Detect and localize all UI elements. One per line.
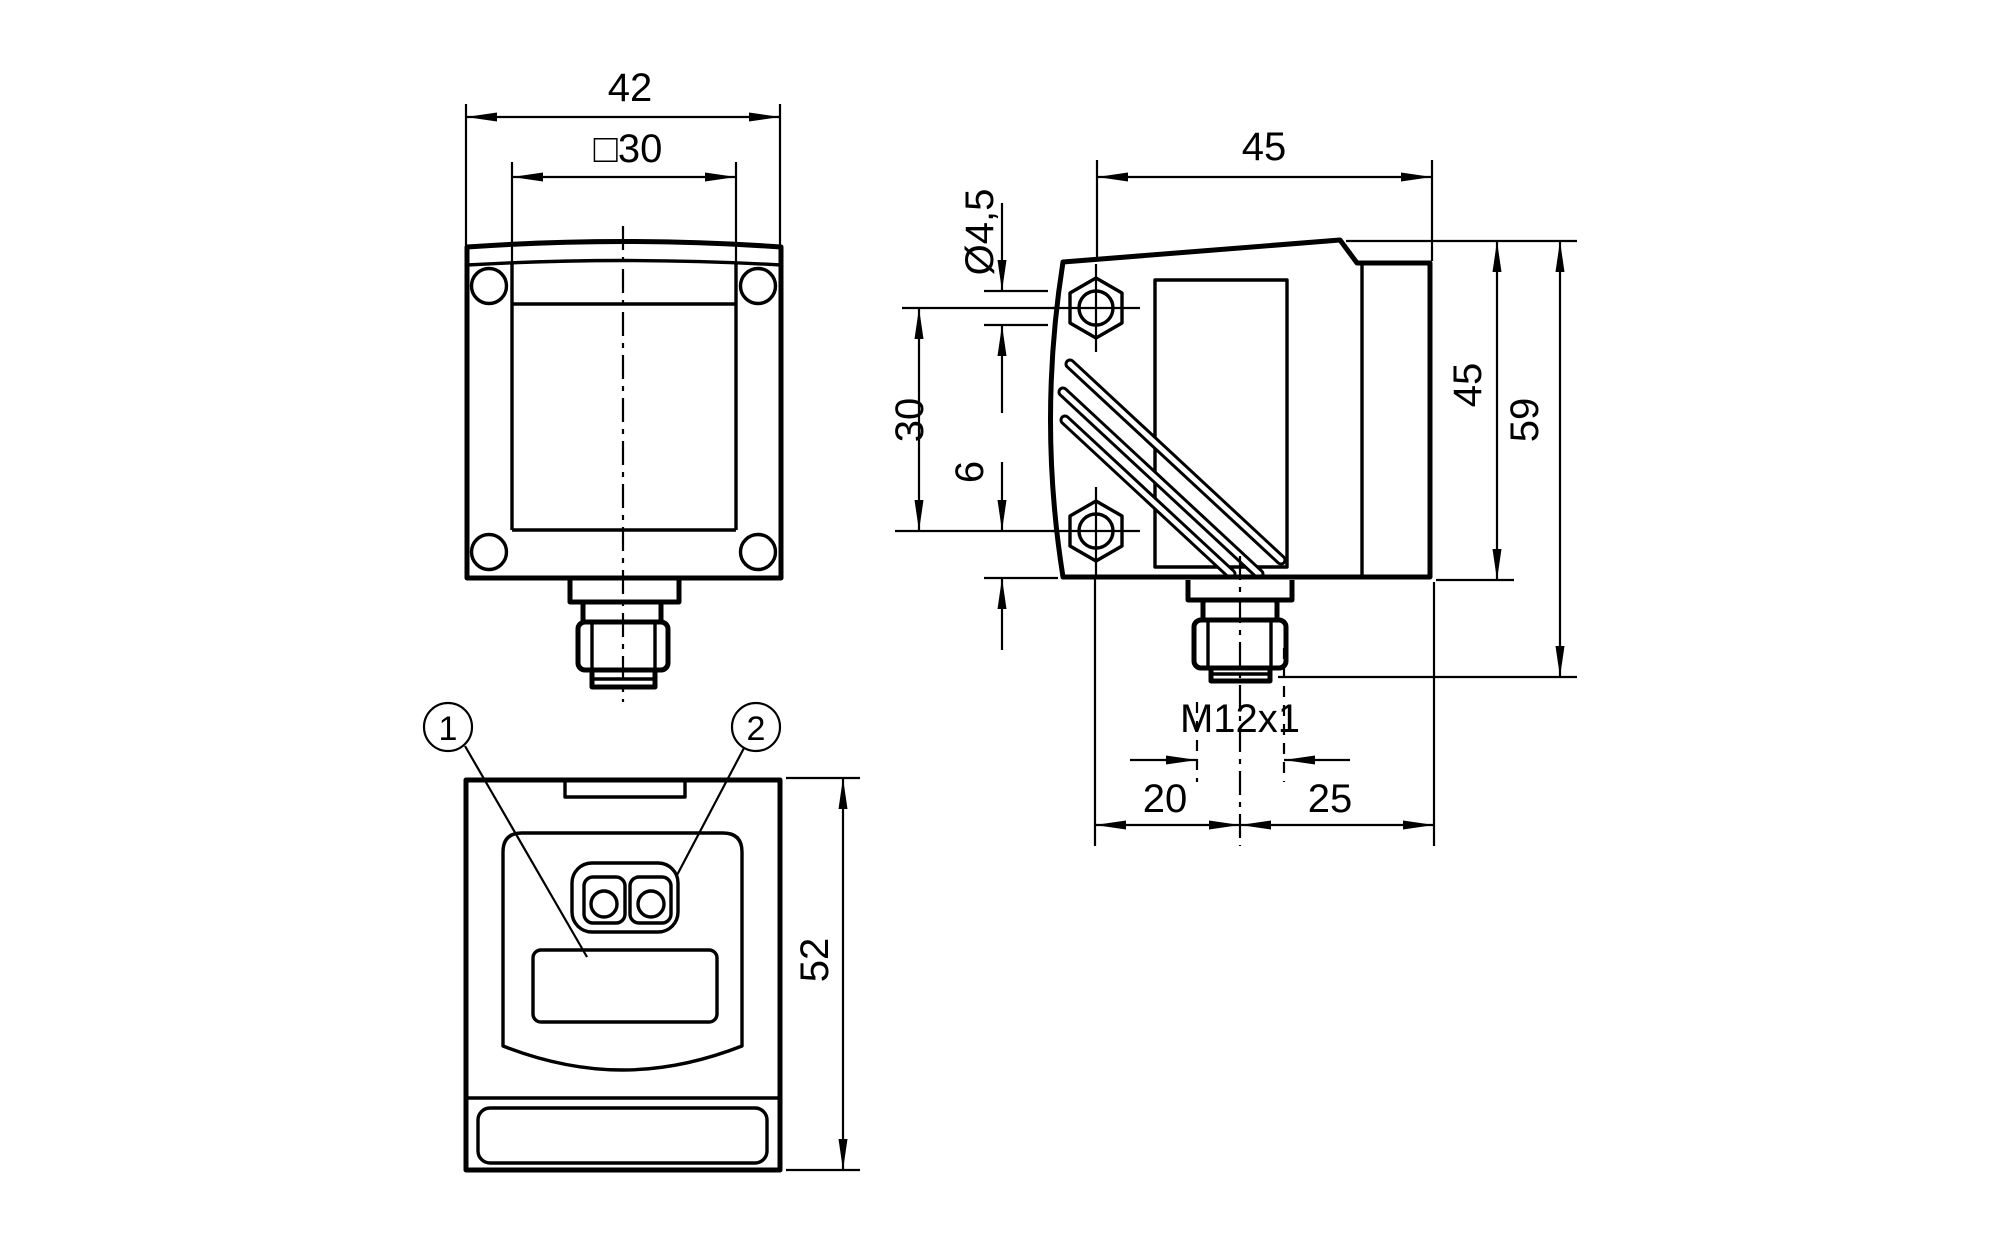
dim-45-right-label: 45 <box>1446 363 1490 408</box>
lens-left <box>582 875 627 925</box>
dim-hole-dia: Ø4,5 <box>958 189 1048 413</box>
dim-hole-spacing-30: 30 <box>888 306 1056 533</box>
face-top-notch <box>563 781 687 799</box>
side-outline <box>1048 237 1433 580</box>
dim-depth-45: 45 <box>1095 125 1434 261</box>
side-view: 45 Ø4,5 30 6 45 <box>888 125 1577 846</box>
face-panel <box>501 831 744 1072</box>
dim-30-label: 30 <box>888 398 932 443</box>
dim-25-label: 25 <box>1308 777 1353 821</box>
dim-hole-dia-label: Ø4,5 <box>958 189 1002 276</box>
dim-square30-label: □30 <box>594 127 663 171</box>
dim-hole-offset-6: 6 <box>948 461 1058 650</box>
front-face-view: 52 1 2 <box>422 701 860 1173</box>
dim-conn-20-25: 20 25 <box>1093 579 1436 846</box>
callout-1-label: 1 <box>439 710 458 748</box>
mount-hole-bottom-right <box>738 532 778 572</box>
callout-2-circle <box>730 701 782 753</box>
dim-45-top-label: 45 <box>1242 125 1287 169</box>
callout-lens: 2 <box>675 701 782 878</box>
housing-outline <box>464 239 784 581</box>
mount-hole-top-right <box>738 266 778 306</box>
dim-width-42: 42 <box>464 66 782 245</box>
connector-front <box>567 580 682 690</box>
callout-2-label: 2 <box>747 710 766 748</box>
housing-cover-edge <box>466 258 782 267</box>
face-grooves <box>1057 358 1287 580</box>
dim-total-height-59: 59 <box>1278 241 1577 679</box>
mount-screw-top <box>1052 264 1140 352</box>
dim-m12x1-label: M12x1 <box>1180 697 1300 741</box>
lens-right-eye <box>636 889 666 919</box>
display-window <box>531 948 719 1024</box>
dim-42-label: 42 <box>608 66 653 110</box>
mount-screw-bottom <box>1052 487 1140 575</box>
dim-52-label: 52 <box>793 938 837 983</box>
sensing-window <box>510 262 738 532</box>
dim-thread-m12: M12x1 <box>1130 648 1350 782</box>
lens-block <box>570 861 680 934</box>
dim-window-30: □30 <box>510 127 738 262</box>
mount-hole-bottom-left <box>469 532 509 572</box>
face-outline <box>463 777 783 1173</box>
dim-20-label: 20 <box>1143 777 1188 821</box>
front-top-view: 42 □30 <box>464 66 784 702</box>
dim-height-52: 52 <box>786 776 860 1172</box>
callout-1-circle <box>422 701 474 753</box>
dim-6-label: 6 <box>948 461 992 483</box>
mount-hole-top-left <box>469 266 509 306</box>
callout-display: 1 <box>422 701 588 958</box>
lens-left-eye <box>589 889 619 919</box>
lens-right <box>628 875 673 925</box>
dim-height-45: 45 <box>1346 239 1577 582</box>
dim-59-label: 59 <box>1503 398 1547 443</box>
label-plate <box>476 1106 769 1165</box>
